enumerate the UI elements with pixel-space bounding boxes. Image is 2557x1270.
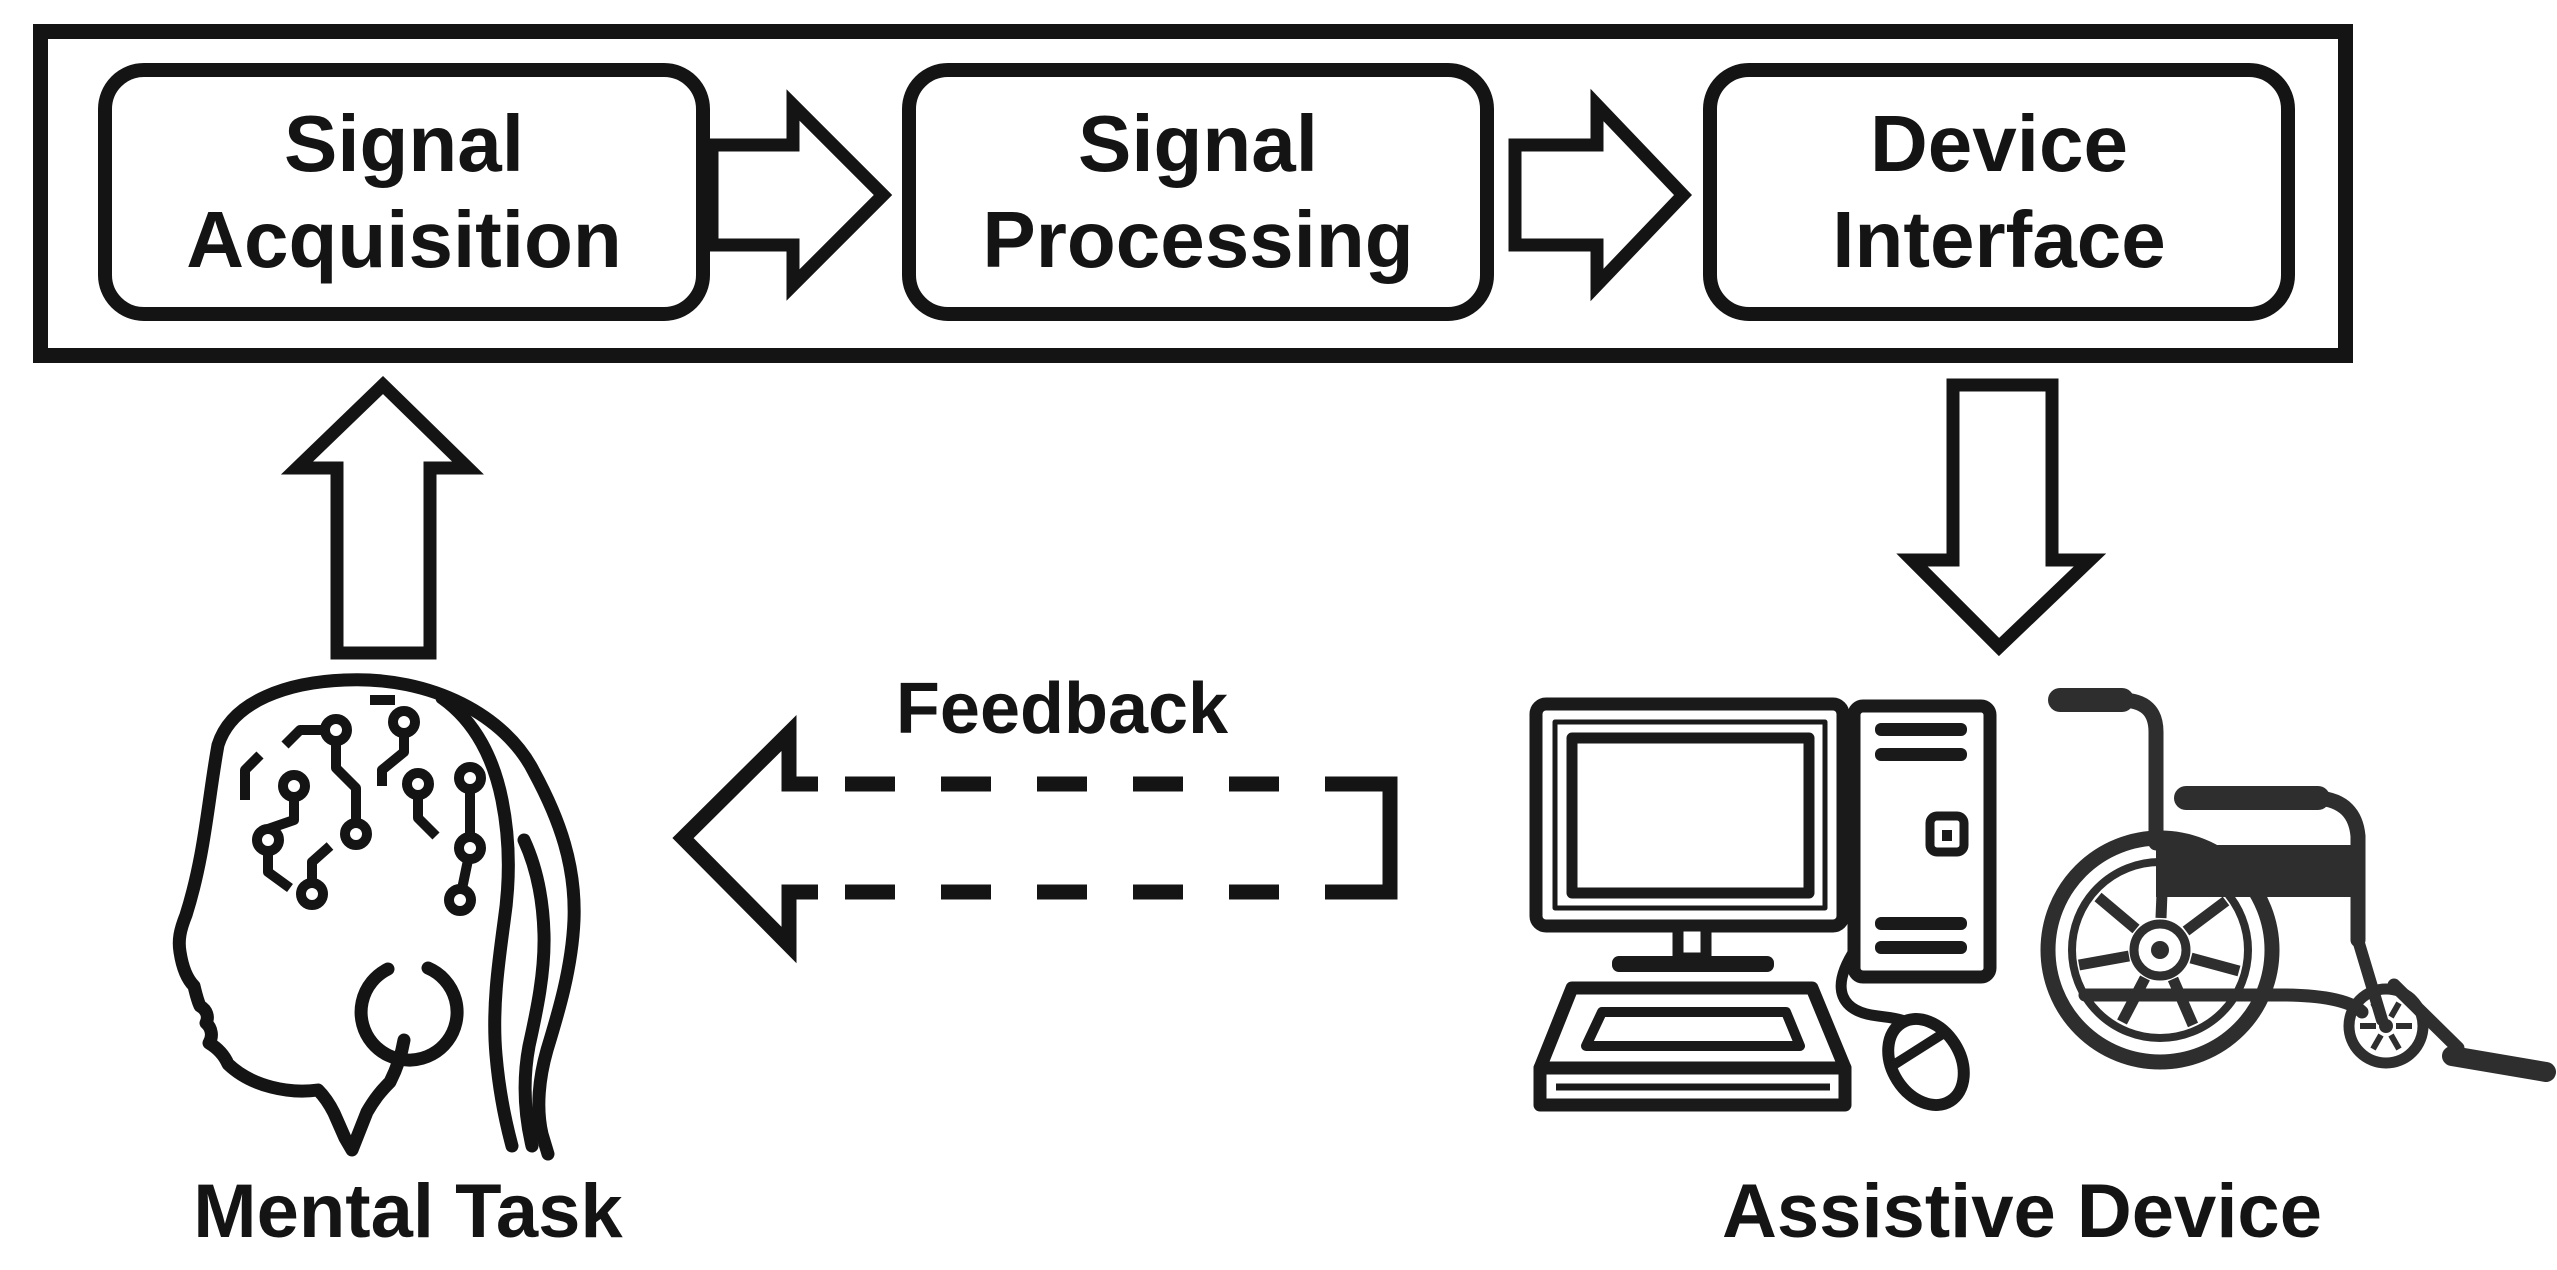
monitor-bezel-line [1552, 719, 1828, 911]
feedback-label: Feedback [895, 669, 1229, 749]
box-signal-processing-label: Signal Processing [982, 99, 1414, 284]
footrest-plate [2442, 1046, 2556, 1082]
box-signal-acquisition-label: Signal Acquisition [186, 99, 622, 284]
wheelchair-icon [2040, 688, 2556, 1082]
keyboard-body [1533, 981, 1852, 1075]
caster-hub-dot [2379, 1019, 2393, 1033]
box-device-interface-label: Device Interface [1832, 99, 2166, 284]
caster-spokes [2360, 1001, 2412, 1051]
wheel-hub-dot [2151, 941, 2169, 959]
brain-head-icon [172, 673, 581, 1161]
monitor-stand [1672, 920, 1712, 964]
wheelchair-back-post [2112, 692, 2164, 851]
keyboard-inner [1581, 1007, 1805, 1051]
wheel-spokes [2078, 867, 2241, 1028]
box-signal-processing: Signal Processing [902, 63, 1494, 321]
arrow-system-to-assistive-device-icon [1896, 378, 2107, 657]
mouse-button-line [1889, 1028, 1947, 1071]
wheelchair-front-post [2310, 790, 2366, 948]
arrow-mental-task-to-system-icon [280, 375, 484, 660]
tower-button-dot [1942, 830, 1952, 841]
box-device-interface: Device Interface [1703, 63, 2295, 321]
footrest-bar [2387, 978, 2465, 1055]
head-profile-outline [172, 673, 411, 1157]
circuit-brain-pattern [240, 695, 486, 916]
tower-case [1847, 699, 1997, 984]
hair-front-strand [435, 691, 519, 1153]
tower-vent-top-2 [1875, 748, 1967, 761]
computer-icon [1529, 697, 1997, 1112]
feedback-arrow-icon [672, 715, 1398, 964]
box-signal-acquisition: Signal Acquisition [98, 63, 710, 321]
assistive-device-label: Assistive Device [1722, 1169, 2322, 1254]
tower-vent-bottom-2 [1875, 941, 1967, 954]
tower-vent-bottom-1 [1875, 917, 1967, 930]
monitor-base [1612, 956, 1774, 972]
arrow-processing-to-interface-icon [1508, 88, 1692, 302]
wheel-rim [2068, 858, 2252, 1042]
feedback-arrowhead [672, 715, 818, 964]
monitor-screen [1566, 732, 1815, 899]
mouse-body [1882, 1013, 1970, 1111]
caster-wheel [2343, 983, 2429, 1069]
wheel-tire [2040, 830, 2280, 1070]
feedback-tail-bracket [1342, 776, 1398, 900]
hair-inner-strand [517, 833, 551, 1153]
arrow-acquisition-to-processing-icon [705, 89, 893, 301]
ear-curve [354, 961, 464, 1067]
tower-vent-top-1 [1875, 723, 1967, 736]
wheel-hub [2129, 919, 2191, 981]
mental-task-label: Mental Task [193, 1169, 623, 1254]
hair-outer-line [338, 673, 581, 1161]
